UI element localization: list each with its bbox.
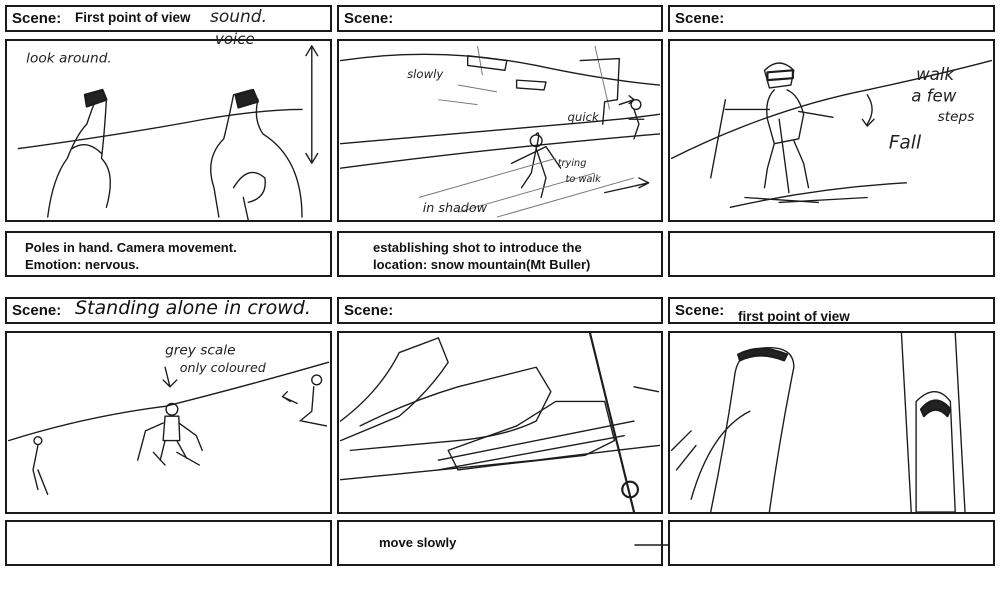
hand-note: slowly bbox=[407, 67, 444, 81]
scene-bar-1: Scene: First point of view bbox=[5, 5, 332, 32]
scene-label: Scene: bbox=[675, 10, 725, 27]
sketch-snow-mountain bbox=[339, 45, 661, 218]
frame-3-annotations: walk a few steps Fall bbox=[889, 65, 975, 154]
sketch-standing-alone bbox=[7, 361, 330, 496]
scene-label: Scene: bbox=[12, 302, 62, 319]
scene-label: Scene: bbox=[344, 302, 394, 319]
scene-title-1: First point of view bbox=[75, 10, 191, 25]
hand-note: walk bbox=[916, 65, 955, 84]
frame-1-annotations: look around. bbox=[26, 51, 112, 67]
storyboard-frame-1: look around. bbox=[5, 39, 332, 222]
frame-1-sound-notes: sound. voice bbox=[210, 7, 267, 48]
scene-label: Scene: bbox=[675, 302, 725, 319]
scene-label: Scene: bbox=[344, 10, 394, 27]
hand-note: to walk bbox=[566, 174, 602, 185]
scene-bar-4: Scene: Standing alone in crowd. bbox=[5, 297, 332, 324]
note-box-4 bbox=[5, 520, 332, 566]
hand-note: sound. bbox=[210, 7, 267, 27]
hand-note: grey scale bbox=[165, 343, 235, 359]
frame-4-annotations: grey scale only coloured bbox=[165, 343, 267, 376]
hand-note: quick bbox=[567, 110, 600, 124]
scene-bar-6: Scene: first point of view bbox=[668, 297, 995, 324]
hand-note: a few bbox=[911, 87, 957, 106]
hand-note: trying bbox=[558, 158, 587, 169]
storyboard-frame-4: grey scale only coloured bbox=[5, 331, 332, 514]
hand-note: only coloured bbox=[180, 360, 267, 375]
hand-note: voice bbox=[215, 30, 255, 48]
note-box-3 bbox=[668, 231, 995, 277]
hand-note: in shadow bbox=[423, 200, 488, 215]
frame-2-annotations: slowly quick trying to walk in shadow bbox=[407, 67, 602, 215]
note-box-2: establishing shot to introduce the locat… bbox=[337, 231, 663, 277]
scene-title-4: Standing alone in crowd. bbox=[75, 297, 311, 319]
storyboard-frame-6 bbox=[668, 331, 995, 514]
note-text-5: move slowly bbox=[379, 535, 457, 550]
note-text-2: establishing shot to introduce the locat… bbox=[373, 240, 591, 272]
sketch-ski-boots-closeup bbox=[339, 333, 661, 512]
hand-note: Fall bbox=[889, 133, 922, 154]
sketch-skier-walking bbox=[670, 59, 993, 208]
scene-bar-5: Scene: bbox=[337, 297, 663, 324]
scene-title-6: first point of view bbox=[738, 309, 850, 324]
note-box-1: Poles in hand. Camera movement. Emotion:… bbox=[5, 231, 332, 277]
storyboard-frame-3: walk a few steps Fall bbox=[668, 39, 995, 222]
hand-note: steps bbox=[938, 109, 975, 125]
note-box-5: move slowly bbox=[337, 520, 663, 566]
scene-bar-3: Scene: bbox=[668, 5, 995, 32]
hand-note: look around. bbox=[26, 51, 112, 67]
storyboard-frame-5 bbox=[337, 331, 663, 514]
scene-label: Scene: bbox=[12, 10, 62, 27]
scene-bar-2: Scene: bbox=[337, 5, 663, 32]
storyboard-frame-2: slowly quick trying to walk in shadow bbox=[337, 39, 663, 222]
sketch-poles-in-hand bbox=[17, 45, 319, 220]
sketch-skis-first-person bbox=[670, 333, 966, 512]
note-box-6 bbox=[668, 520, 995, 566]
note-text-1: Poles in hand. Camera movement. Emotion:… bbox=[25, 240, 237, 272]
